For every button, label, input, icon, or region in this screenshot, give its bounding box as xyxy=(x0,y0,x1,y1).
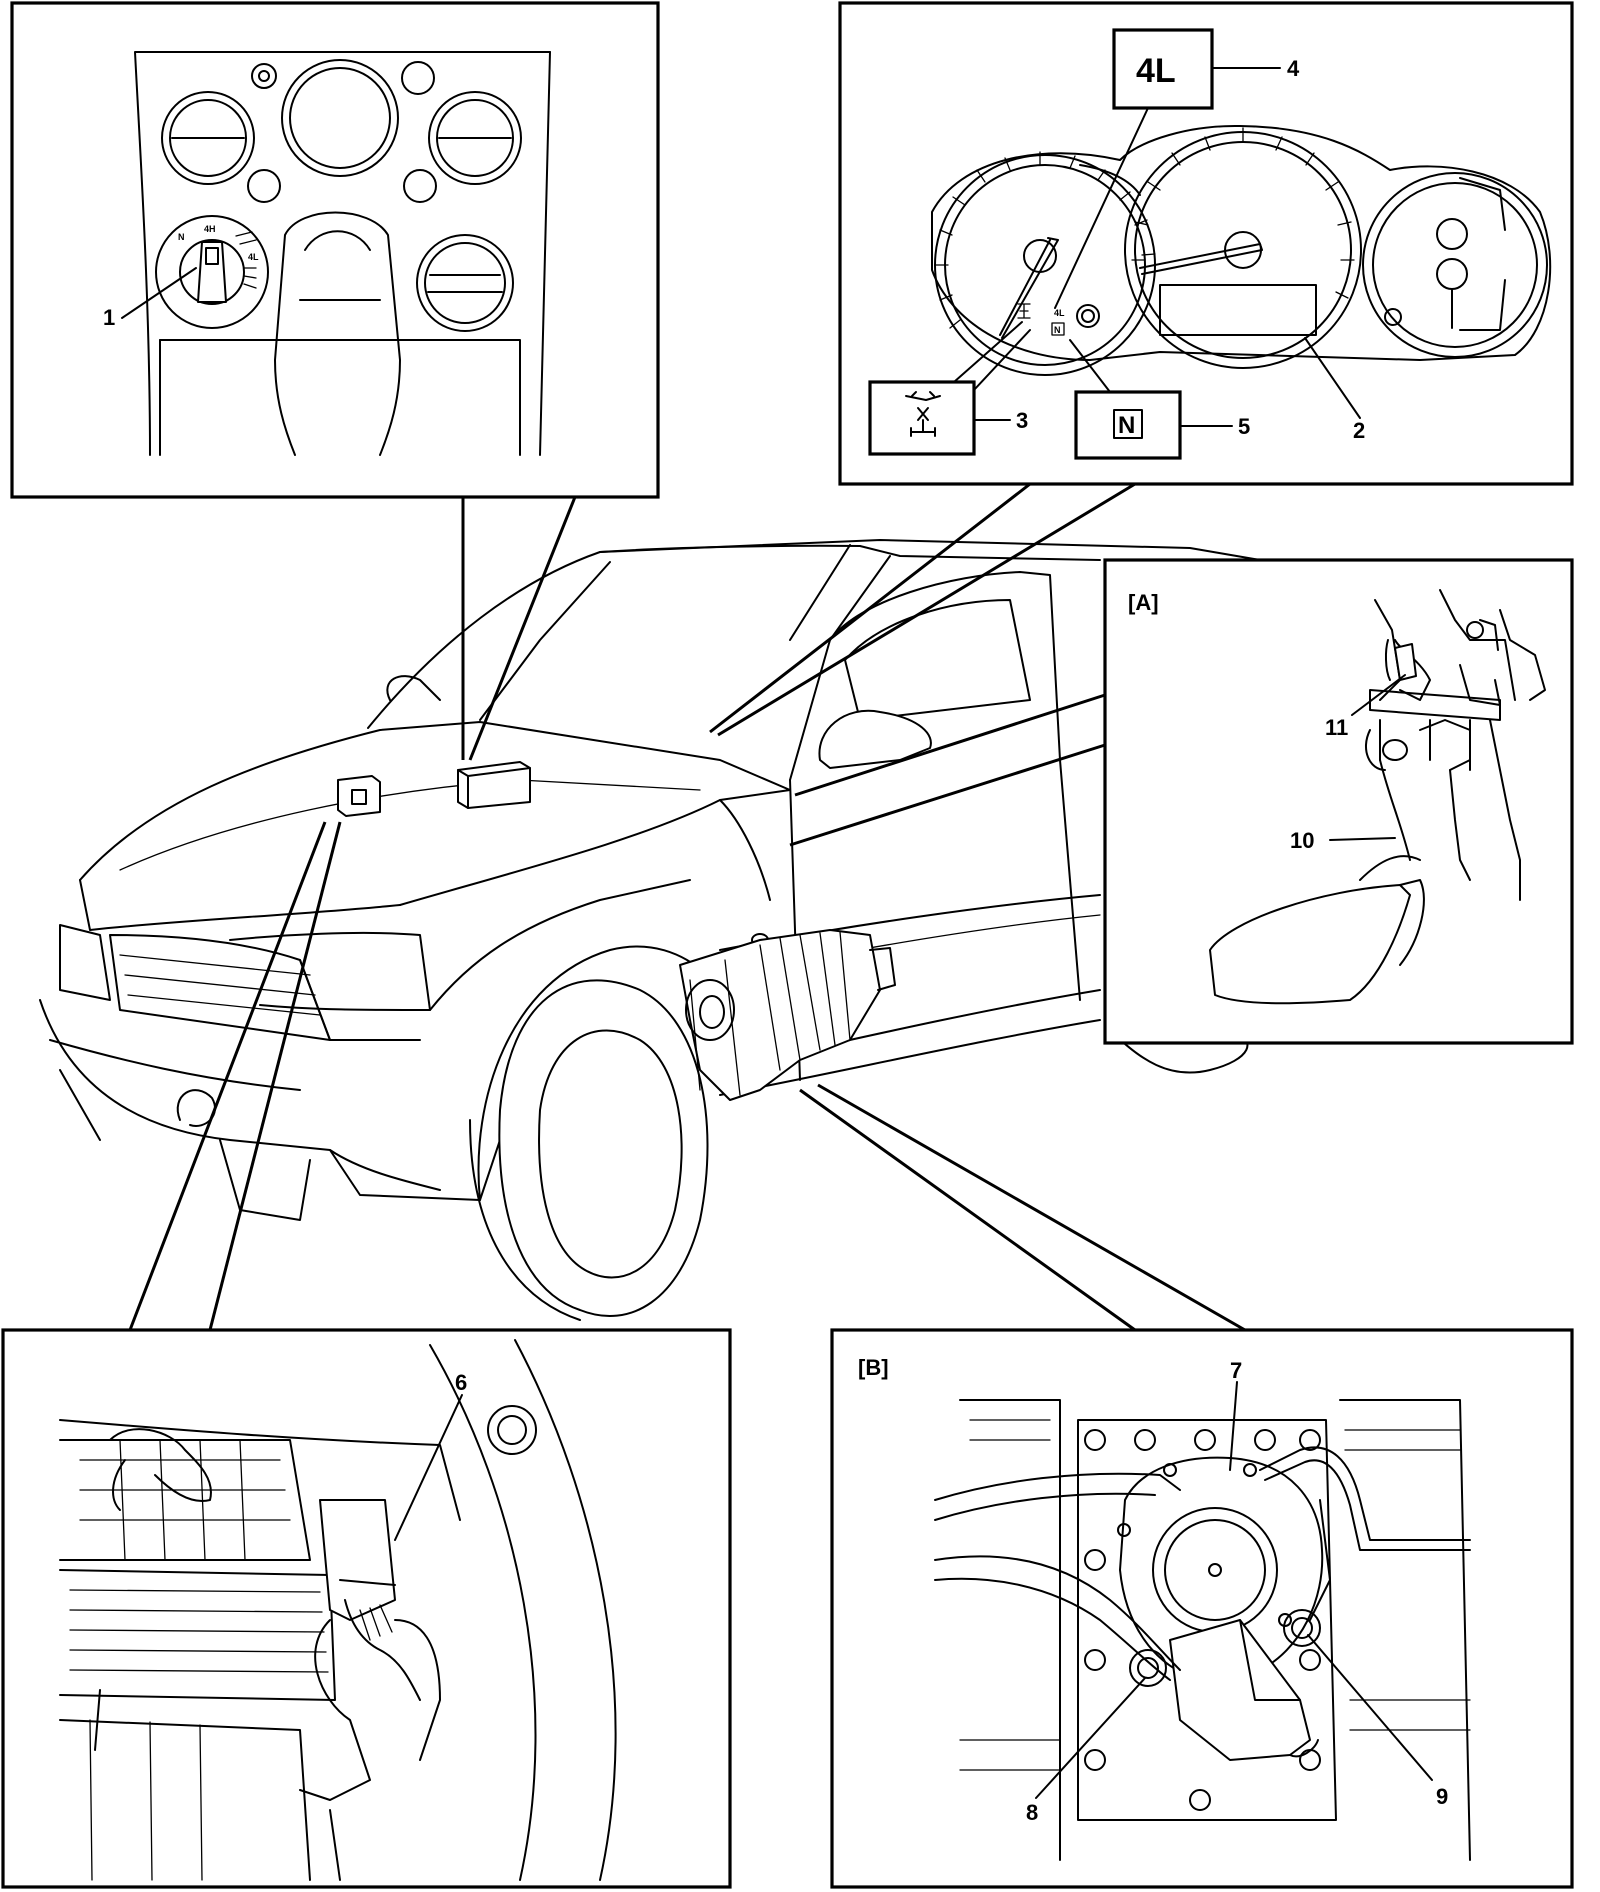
small-n-indicator: N xyxy=(1054,325,1061,335)
n-symbol-text: N xyxy=(1118,412,1135,439)
callout-4: 4 xyxy=(1287,56,1300,81)
inset-leader-lines xyxy=(128,482,1246,1332)
low-range-4l-indicator-box: 4L xyxy=(1112,28,1214,110)
callout-2: 2 xyxy=(1353,418,1365,443)
callout-5: 5 xyxy=(1238,414,1250,439)
4wd-control-module xyxy=(299,1499,441,1801)
callout-11: 11 xyxy=(1325,715,1348,740)
hvac-knob xyxy=(416,234,514,332)
callout-1: 1 xyxy=(103,305,115,330)
transfer-case xyxy=(679,929,896,1101)
inset-meter-cluster: 4L N 4L 4 3 N 5 xyxy=(838,1,1574,486)
callout-9: 9 xyxy=(1436,1784,1448,1809)
neutral-indicator-box: N xyxy=(1074,390,1182,460)
callout-3: 3 xyxy=(1016,408,1028,433)
actuator-bolt-9 xyxy=(1283,1609,1321,1647)
callout-8: 8 xyxy=(1026,1800,1038,1825)
inset-b-label: [B] xyxy=(858,1355,889,1380)
air-vent-right xyxy=(428,91,522,185)
4l-symbol-text: 4L xyxy=(1136,52,1176,90)
inset-b-transfer-actuator: [B] xyxy=(830,1328,1574,1889)
speedometer xyxy=(1124,127,1362,369)
callout-6: 6 xyxy=(455,1370,467,1395)
inset-4wd-control-module: 6 xyxy=(1,1328,732,1889)
switch-label-n: N xyxy=(178,232,185,242)
transfer-switch: 4H N 4L xyxy=(155,215,269,329)
4wd-indicator-box xyxy=(868,380,976,456)
inset-a-label: [A] xyxy=(1128,590,1159,615)
small-4l-indicator: 4L xyxy=(1054,308,1065,318)
switch-label-4h: 4H xyxy=(204,224,216,234)
inset-transfer-switch: 4H N 4L 1 xyxy=(10,1,660,499)
control-module-box-dash xyxy=(457,761,531,809)
switch-label-4l: 4L xyxy=(248,252,259,262)
air-vent-center xyxy=(281,59,399,177)
vehicle-illustration xyxy=(39,539,1261,1321)
fuel-temp-gauge xyxy=(1362,172,1548,358)
callout-10: 10 xyxy=(1290,828,1314,853)
4wd-indicator-small xyxy=(1017,303,1031,319)
transfer-actuator-motor xyxy=(1117,1456,1324,1761)
control-module-box-floor xyxy=(337,775,381,817)
air-vent-left xyxy=(161,91,255,185)
inset-a-gear-position-switch: [A] 11 10 xyxy=(1103,558,1574,1045)
actuator-bolt-8 xyxy=(1129,1649,1167,1687)
tachometer xyxy=(934,151,1156,376)
callout-7: 7 xyxy=(1230,1358,1242,1383)
